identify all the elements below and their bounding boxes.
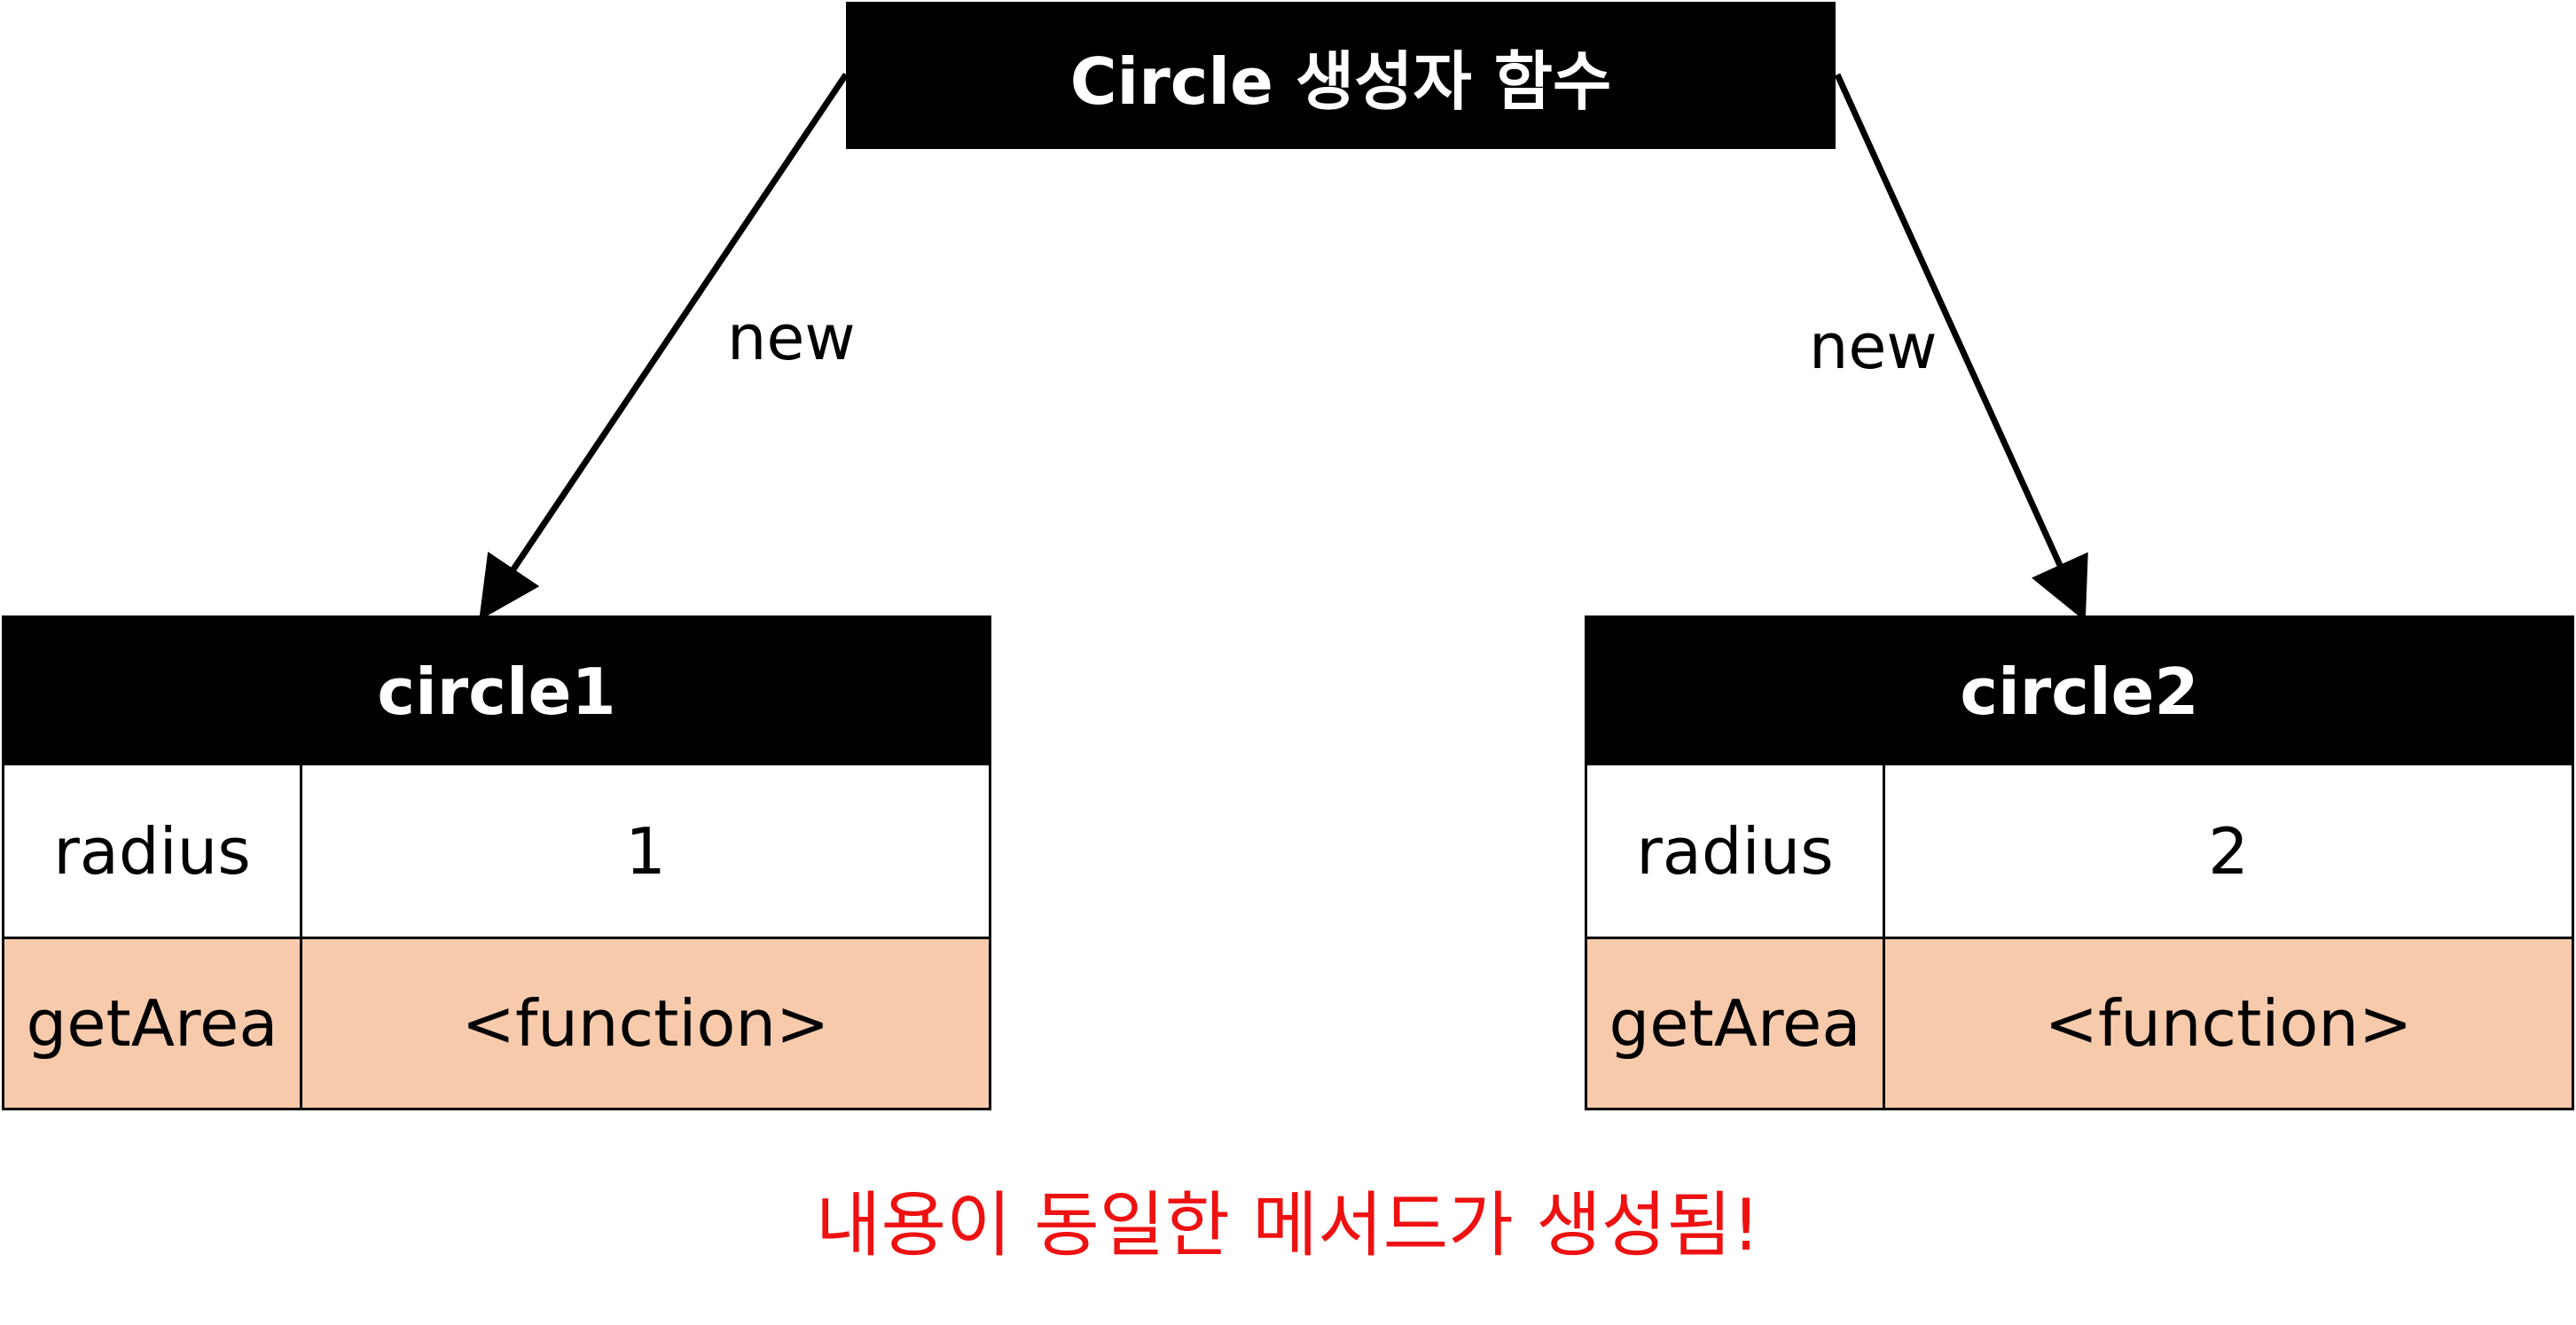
object-title: circle2: [1587, 618, 2572, 765]
property-key: radius: [1587, 765, 1885, 939]
object-title: circle1: [4, 618, 989, 765]
constructor-box: Circle 생성자 함수: [846, 2, 1836, 149]
method-key: getArea: [4, 939, 302, 1108]
arrow-to-circle1: [479, 73, 849, 621]
property-key: radius: [4, 765, 302, 939]
object-table-circle1: circle1 radius 1 getArea <function>: [2, 615, 991, 1110]
method-value: <function>: [302, 939, 989, 1108]
edge-label-new-left: new: [727, 302, 856, 374]
method-value: <function>: [1885, 939, 2572, 1108]
constructor-label: Circle 생성자 함수: [1069, 43, 1612, 119]
duplicate-method-note: 내용이 동일한 메서드가 생성됨!: [815, 1184, 1761, 1266]
arrow-to-circle2: [1834, 73, 2088, 622]
property-value: 1: [302, 765, 989, 939]
method-key: getArea: [1587, 939, 1885, 1108]
edge-label-new-right: new: [1809, 310, 1938, 383]
property-value: 2: [1885, 765, 2572, 939]
object-table-circle2: circle2 radius 2 getArea <function>: [1585, 615, 2574, 1110]
